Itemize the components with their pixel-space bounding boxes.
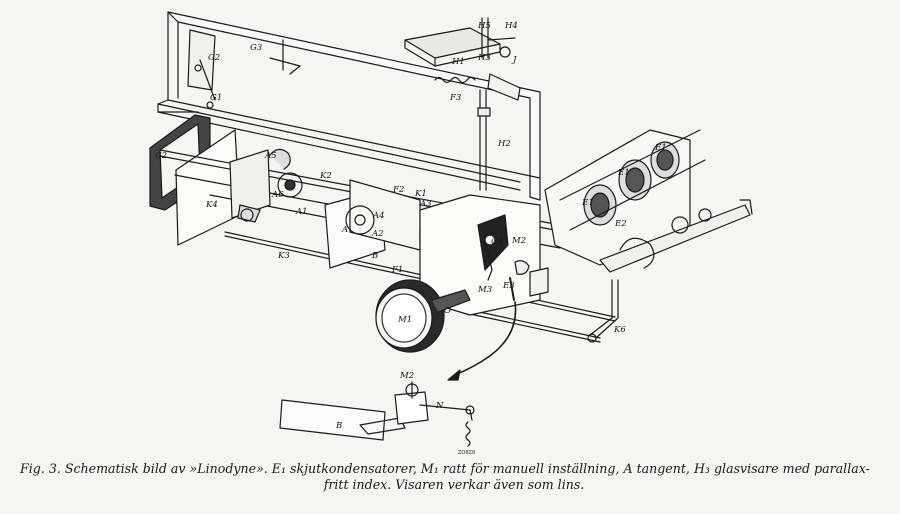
label-k4: K4 [205,200,218,210]
label-g1: G1 [210,93,222,103]
label-e1-c: E1 [581,198,594,208]
label-a3: A3 [419,199,432,209]
caption-line-1: Fig. 3. Schematisk bild av »Linodyne». E… [20,461,870,476]
label-j: J [511,55,517,65]
label-a4: A4 [372,211,385,221]
label-h5: H5 [477,21,491,31]
condenser-assembly [544,129,753,273]
label-b: B [371,251,378,261]
linodyne-schematic-drawing: H5 H4 H3 H1 J G3 G2 G1 F3 H2 G2 A5 K2 F2… [149,11,753,456]
label-k6: K6 [613,325,626,335]
left-side-plate [149,114,241,246]
label-c3: C3 [491,237,503,247]
label-a6: A6 [271,190,284,200]
label-k2: K2 [319,171,332,181]
label-m2: M2 [511,236,526,246]
label-e3: E3 [502,281,515,291]
label-o: O [444,306,451,316]
label-k1: K1 [414,189,427,199]
label-k3: K3 [277,251,290,261]
detail-arrow [447,301,517,381]
label-h4: H4 [504,21,518,31]
label-f1: F1 [391,265,403,275]
label-g3: G3 [250,43,262,53]
glass-pointer-assembly [404,17,521,191]
label-e2: E2 [614,219,627,229]
upper-frame [157,11,541,201]
figure-caption: Fig. 3. Schematisk bild av »Linodyne». E… [20,461,888,493]
label-h2: H2 [497,139,511,149]
component-labels: H5 H4 H3 H1 J G3 G2 G1 F3 H2 G2 A5 K2 F2… [155,21,667,456]
label-a2: A2 [371,229,384,239]
label-a1: A1 [295,207,308,217]
drawing-stamp: ZO8Z8 [458,450,475,456]
label-m2-inset: M2 [399,371,414,381]
label-b-inset: B [335,421,342,431]
key-mechanism [229,148,451,269]
label-e1-b: E1 [617,168,630,178]
label-f2: F2 [392,185,404,195]
label-m1: M1 [397,315,412,325]
label-e1-a: E1 [654,143,667,153]
knob-m1 [375,279,471,353]
label-g2-top: G2 [208,53,220,63]
caption-line-2: fritt index. Visaren verkar även som lin… [323,477,585,492]
label-n: N [435,401,444,411]
inset-detail [279,381,475,447]
label-a5: A5 [264,151,277,161]
label-m3: M3 [477,285,492,295]
lever-k6 [587,279,619,343]
label-g2-left: G2 [155,151,167,161]
label-h1: H1 [451,57,465,67]
label-a: A [341,225,348,235]
label-h3: H3 [477,53,491,63]
label-f3: F3 [449,93,461,103]
